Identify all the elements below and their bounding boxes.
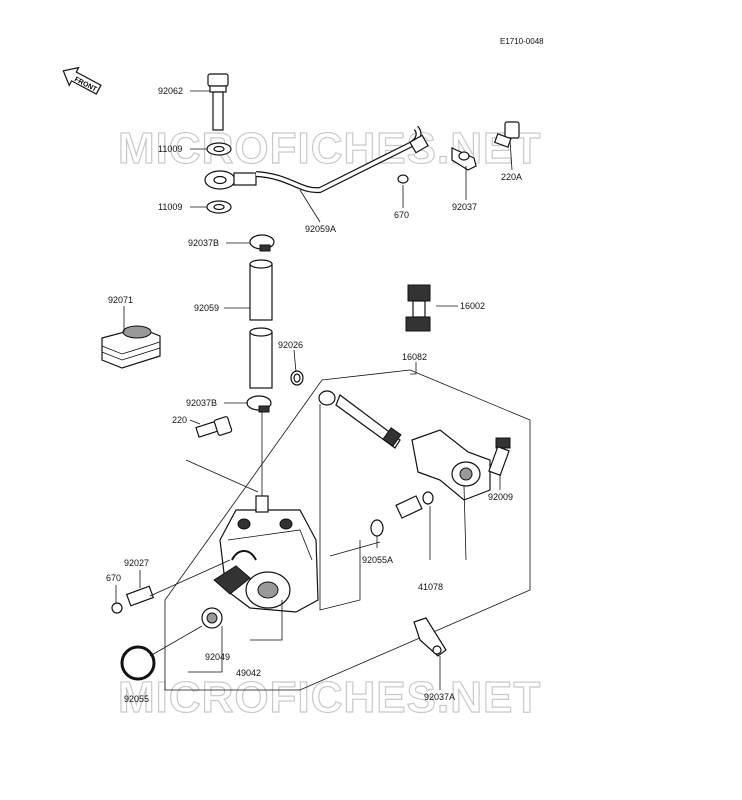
oil-seal-92049	[201, 607, 223, 629]
label-92071: 92071	[108, 295, 133, 305]
label-92049: 92049	[205, 652, 230, 662]
hose-clip-92037B-top	[249, 234, 275, 252]
label-92037B-top: 92037B	[188, 238, 219, 248]
bolt-16002	[405, 284, 431, 332]
label-92059: 92059	[194, 303, 219, 313]
assembly-frame	[164, 369, 531, 691]
label-16082: 16082	[402, 352, 427, 362]
label-92062: 92062	[158, 86, 183, 96]
ring-92026	[290, 370, 304, 386]
clamp-92037A	[413, 617, 447, 657]
label-16002: 16002	[460, 301, 485, 311]
clamp-92037	[451, 147, 477, 171]
label-11009-top: 11009	[158, 144, 182, 154]
bolt-220A	[493, 121, 520, 148]
oil-pipe-92059A	[204, 125, 429, 194]
label-92037A: 92037A	[424, 692, 455, 702]
o-ring-670-bottom	[111, 602, 123, 614]
leader-lines	[115, 90, 513, 690]
fitting-41078	[395, 491, 434, 519]
screw-92009	[488, 437, 511, 477]
label-92037B-bottom: 92037B	[186, 398, 217, 408]
hose-92059	[249, 259, 273, 389]
hose-clip-92037B-bottom	[246, 395, 272, 413]
label-41078: 41078	[418, 582, 443, 592]
label-92027: 92027	[124, 558, 149, 568]
washer-11009-bottom	[206, 200, 232, 214]
o-ring-92055	[120, 645, 156, 681]
banjo-bolt-92062	[207, 73, 229, 131]
label-670-top: 670	[394, 210, 409, 220]
label-92059A: 92059A	[305, 224, 336, 234]
oil-pump-body	[213, 495, 319, 613]
label-220: 220	[172, 415, 187, 425]
sleeve-92027	[125, 585, 155, 607]
label-92009: 92009	[488, 492, 513, 502]
label-220A: 220A	[501, 172, 522, 182]
watermark-bottom: MICROFICHES.NET	[118, 673, 541, 722]
label-11009-bottom: 11009	[158, 202, 182, 212]
label-670-bottom: 670	[106, 573, 121, 583]
washer-11009-top	[206, 142, 232, 156]
bolt-220	[195, 416, 233, 438]
label-49042: 49042	[236, 668, 261, 678]
drawing-code: E1710-0048	[500, 37, 544, 46]
label-92037: 92037	[452, 202, 477, 212]
o-ring-92055A	[370, 519, 384, 537]
o-ring-670-top	[397, 174, 409, 184]
housing	[411, 429, 491, 501]
front-arrow-icon: FRONT	[62, 66, 102, 95]
cap-92071	[101, 325, 161, 369]
label-92026: 92026	[278, 340, 303, 350]
label-92055A: 92055A	[362, 555, 393, 565]
shaft	[318, 390, 402, 449]
label-92055: 92055	[124, 694, 149, 704]
